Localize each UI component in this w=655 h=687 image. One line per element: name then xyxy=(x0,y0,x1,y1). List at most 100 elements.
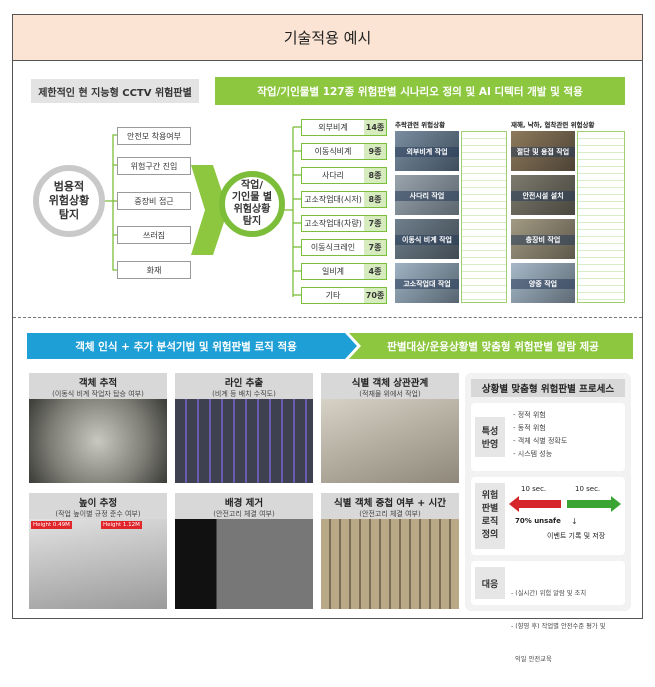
category-name: 이동식비계 xyxy=(314,147,352,156)
category-name: 일비계 xyxy=(321,267,345,276)
event-record: 이벤트 기록 및 저장 xyxy=(547,532,606,540)
item-danger-zone: 위험구간 진입 xyxy=(117,157,191,175)
item-fire: 화재 xyxy=(117,261,191,279)
process-panel: 상황별 맞춤형 위험판별 프로세스 특성 반영 - 정적 위험 - 동적 위험 … xyxy=(465,373,631,663)
row-label: 위험 판별 로직 정의 xyxy=(475,483,505,549)
tile-title: 객체 추적 xyxy=(78,378,118,389)
photo-lifting: 양중 작업 xyxy=(511,263,575,303)
task-risk-line-1: 작업/ xyxy=(240,180,264,191)
category-item: 이동식비계 9종 xyxy=(301,143,387,160)
row-item: - (향영 후) 작업별 안전수준 평가 및 xyxy=(511,623,606,630)
tile-header: 식별 객체 상관관계(적재물 위에서 작업) xyxy=(321,373,459,399)
general-risk-circle: 범용적 위험상황 탐지 xyxy=(33,165,105,237)
row-items: - (실시간) 위험 알람 및 조치 - (향영 후) 작업별 안전수준 평가 … xyxy=(511,566,606,687)
tile-object-tracking: 객체 추적(이동식 비계 작업자 탑승 여부) xyxy=(29,373,167,485)
fall-scenario-panel: 추락관련 위험상황 외부비계 작업 사다리 작업 이동식 비계 작업 고소작업대… xyxy=(395,119,507,307)
current-cctv-label: 제한적인 현 지능형 CCTV 위험판별 xyxy=(31,79,199,103)
unsafe-ratio: 70% unsafe xyxy=(515,517,561,525)
tile-caption: (비계 등 배치 수직도) xyxy=(212,390,276,398)
tile-title: 높이 추정 xyxy=(78,498,118,509)
task-risk-line-3: 위험상황 xyxy=(233,204,271,215)
tile-line-extraction: 라인 추출(비계 등 배치 수직도) xyxy=(175,373,313,485)
row-item: 익일 안전교육 xyxy=(511,656,552,663)
tile-caption: (이동식 비계 작업자 탑승 여부) xyxy=(52,390,144,398)
category-item: 이동식크레인 7종 xyxy=(301,239,387,256)
photo-caption: 절단 및 용접 작업 xyxy=(511,147,575,157)
bottom-banner xyxy=(27,333,633,359)
photo-mobile-scaffold: 이동식 비계 작업 xyxy=(395,219,459,259)
photo-caption: 사다리 작업 xyxy=(395,191,459,201)
tile-caption: (작업 높이별 규정 준수 여부) xyxy=(55,510,141,518)
tile-title: 식별 객체 상관관계 xyxy=(351,378,429,389)
photo-outer-scaffold: 외부비계 작업 xyxy=(395,131,459,171)
fall-scenario-list xyxy=(461,131,507,303)
photo-caption: 충장비 작업 xyxy=(511,235,575,245)
category-item: 고소작업대(차량)7종 xyxy=(301,215,387,232)
photo-ladder: 사다리 작업 xyxy=(395,175,459,215)
category-count: 4종 xyxy=(364,264,386,279)
tile-photo: Height 0.49M Height 1.12M xyxy=(29,519,167,609)
category-name: 이동식크레인 xyxy=(310,243,356,252)
tile-background-removal: 배경 제거(안전고리 체결 여부) xyxy=(175,493,313,611)
tile-photo xyxy=(321,399,459,483)
tile-header: 객체 추적(이동식 비계 작업자 탑승 여부) xyxy=(29,373,167,399)
photo-cutting-welding: 절단 및 용접 작업 xyxy=(511,131,575,171)
photo-caption: 안전시설 설치 xyxy=(511,191,575,201)
process-row-2: 위험 판별 로직 정의 10 sec. 10 sec. 70% unsafe ↓… xyxy=(471,477,625,555)
section-divider xyxy=(13,317,642,318)
category-count: 7종 xyxy=(364,216,386,231)
photo-safety-install: 안전시설 설치 xyxy=(511,175,575,215)
item-fall: 쓰러짐 xyxy=(117,226,191,244)
category-count: 70종 xyxy=(364,288,386,303)
row-item: - 동적 위험 xyxy=(513,424,546,432)
category-count: 9종 xyxy=(364,144,386,159)
row-items: - 정적 위험 - 동적 위험 - 객체 식별 정확도 - 시스템 성능 xyxy=(513,409,567,461)
category-count: 8종 xyxy=(364,192,386,207)
tile-caption: (적재물 위에서 작업) xyxy=(359,390,421,398)
category-item: 외부비계 14종 xyxy=(301,119,387,136)
tile-object-relation: 식별 객체 상관관계(적재물 위에서 작업) xyxy=(321,373,459,485)
down-arrow-icon: ↓ xyxy=(571,517,578,526)
general-risk-line-1: 범용적 xyxy=(53,180,85,194)
tile-photo xyxy=(321,519,459,609)
row-item: - 시스템 성능 xyxy=(513,450,553,458)
height-tag: Height 1.12M xyxy=(101,521,142,529)
tile-caption: (안전고리 체결 여부) xyxy=(359,510,421,518)
tile-title: 식별 객체 중첩 여부 + 시간 xyxy=(334,498,446,509)
category-count: 7종 xyxy=(364,240,386,255)
banner-left-text: 객체 인식 + 추가 분석기법 및 위험판별 로직 적용 xyxy=(75,340,297,353)
tile-overlap-time: 식별 객체 중첩 여부 + 시간(안전고리 체결 여부) xyxy=(321,493,459,611)
tile-caption: (안전고리 체결 여부) xyxy=(213,510,275,518)
photo-caption: 외부비계 작업 xyxy=(395,147,459,157)
time-left: 10 sec. xyxy=(521,485,547,493)
fall-panel-title: 추락관련 위험상황 xyxy=(395,121,446,129)
category-count: 14종 xyxy=(364,120,386,135)
tile-height-estimation: 높이 추정(작업 높이별 규정 준수 여부) Height 0.49M Heig… xyxy=(29,493,167,611)
category-item: 기타 70종 xyxy=(301,287,387,304)
photo-caption: 이동식 비계 작업 xyxy=(395,235,459,245)
general-risk-line-3: 탐지 xyxy=(58,207,80,221)
time-right: 10 sec. xyxy=(575,485,601,493)
photo-caption: 고소작업대 작업 xyxy=(395,279,459,289)
category-item: 고소작업대(시저)8종 xyxy=(301,191,387,208)
photo-heavy-equipment: 충장비 작업 xyxy=(511,219,575,259)
task-risk-circle: 작업/ 기인물 별 위험상황 탐지 xyxy=(219,171,285,237)
struck-scenario-list xyxy=(577,131,625,303)
page-title: 기술적용 예시 xyxy=(13,15,642,61)
category-name: 사다리 xyxy=(321,171,345,180)
general-risk-line-2: 위험상황 xyxy=(48,194,90,208)
category-name: 외부비계 xyxy=(318,123,348,132)
item-heavy-equipment: 중장비 접근 xyxy=(117,192,191,210)
row-item: - 객체 식별 정확도 xyxy=(513,437,568,445)
tile-header: 식별 객체 중첩 여부 + 시간(안전고리 체결 여부) xyxy=(321,493,459,519)
photo-caption: 양중 작업 xyxy=(511,279,575,289)
height-tag: Height 0.49M xyxy=(31,521,72,529)
document-frame: 기술적용 예시 제한적인 현 지능형 CCTV 위험판별 작업/기인물별 127… xyxy=(12,14,643,663)
category-name: 기타 xyxy=(325,291,341,300)
banner-right-text: 판별대상/운용상황별 맞춤형 위험판별 알람 제공 xyxy=(387,340,599,353)
tile-header: 배경 제거(안전고리 체결 여부) xyxy=(175,493,313,519)
category-name: 고소작업대(차량) xyxy=(304,219,362,228)
struck-scenario-panel: 재해, 낙하, 협착관련 위험상황 절단 및 용접 작업 안전시설 설치 충장비… xyxy=(511,119,625,307)
